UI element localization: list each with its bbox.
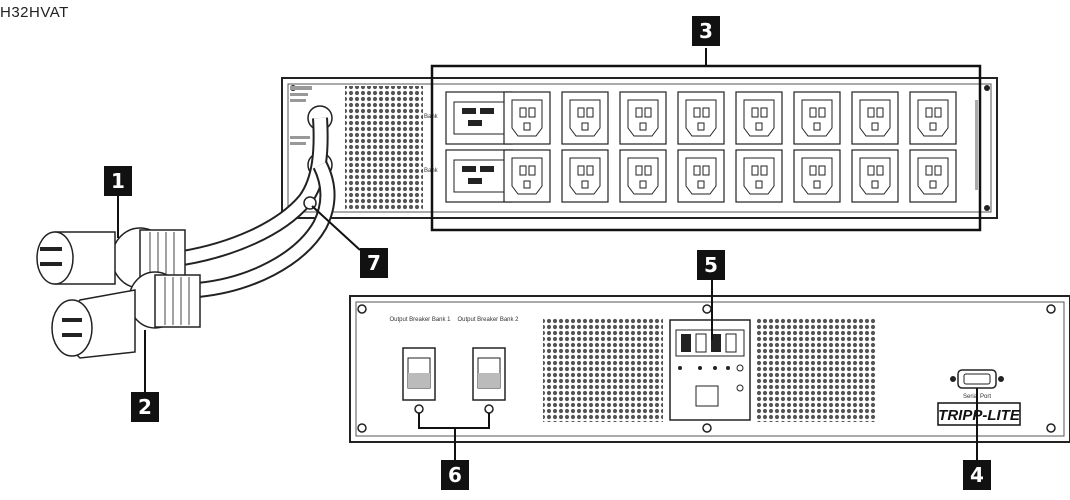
vent-grille <box>757 318 877 422</box>
callout-4: 4 <box>963 460 991 490</box>
vent-grille <box>543 318 663 422</box>
c13-outlet-icon <box>561 149 609 203</box>
c13-outlet-icon <box>677 149 725 203</box>
c13-outlet-icon <box>735 91 783 145</box>
c13-outlet-icon <box>677 91 725 145</box>
c13-outlet-icon <box>619 91 667 145</box>
c19-outlet-icon <box>445 91 513 145</box>
screw-icon <box>1046 423 1056 433</box>
callout-1: 1 <box>104 166 132 196</box>
callout-7: 7 <box>360 248 388 278</box>
power-cords <box>181 117 336 298</box>
callout-5: 5 <box>697 250 725 280</box>
model-label: H32HVAT <box>0 4 69 21</box>
svg-text:7: 7 <box>367 251 381 275</box>
input-breaker-module <box>669 319 751 421</box>
callout-2: 2 <box>131 392 159 422</box>
breaker-1-label: Output Breaker Bank 1 <box>389 317 451 323</box>
c13-outlet-icon <box>909 149 957 203</box>
screw-icon <box>357 423 367 433</box>
callout-3: 3 <box>692 16 720 46</box>
svg-text:TRIPP-LITE: TRIPP-LITE <box>938 407 1021 424</box>
svg-text:4: 4 <box>970 463 984 487</box>
vent-grille <box>345 86 423 210</box>
brand-logo: TRIPP-LITE <box>937 402 1021 426</box>
c13-outlet-icon <box>909 91 957 145</box>
screw-icon <box>984 205 990 211</box>
c13-outlet-icon <box>619 149 667 203</box>
screw-icon <box>702 304 712 314</box>
c13-outlet-icon <box>503 91 551 145</box>
serial-port <box>950 369 1004 389</box>
breaker-2-label: Output Breaker Bank 2 <box>457 317 519 323</box>
c13-outlet-icon <box>851 149 899 203</box>
c13-outlet-icon <box>793 91 841 145</box>
screw-icon <box>1046 304 1056 314</box>
screw-icon <box>984 85 990 91</box>
input-labels <box>290 86 312 145</box>
c13-outlet-icon <box>793 149 841 203</box>
output-breaker-2 <box>472 347 506 414</box>
outlet-panel: Bank Bank <box>281 64 998 232</box>
svg-text:3: 3 <box>699 19 713 43</box>
svg-text:2: 2 <box>138 395 152 419</box>
screw-icon <box>702 423 712 433</box>
screw-icon <box>357 304 367 314</box>
c19-outlet-icon <box>445 149 513 203</box>
front-panel: Output Breaker Bank 1 Output Breaker Ban… <box>349 295 1070 443</box>
callout-6: 6 <box>441 460 469 490</box>
output-breaker-1 <box>402 347 436 414</box>
svg-text:5: 5 <box>704 253 718 277</box>
c13-outlet-icon <box>561 91 609 145</box>
svg-text:1: 1 <box>111 169 125 193</box>
input-plug-2 <box>51 271 201 359</box>
c13-outlet-icon <box>503 149 551 203</box>
c13-outlet-icon <box>851 91 899 145</box>
svg-text:6: 6 <box>448 463 462 487</box>
c13-outlet-icon <box>735 149 783 203</box>
